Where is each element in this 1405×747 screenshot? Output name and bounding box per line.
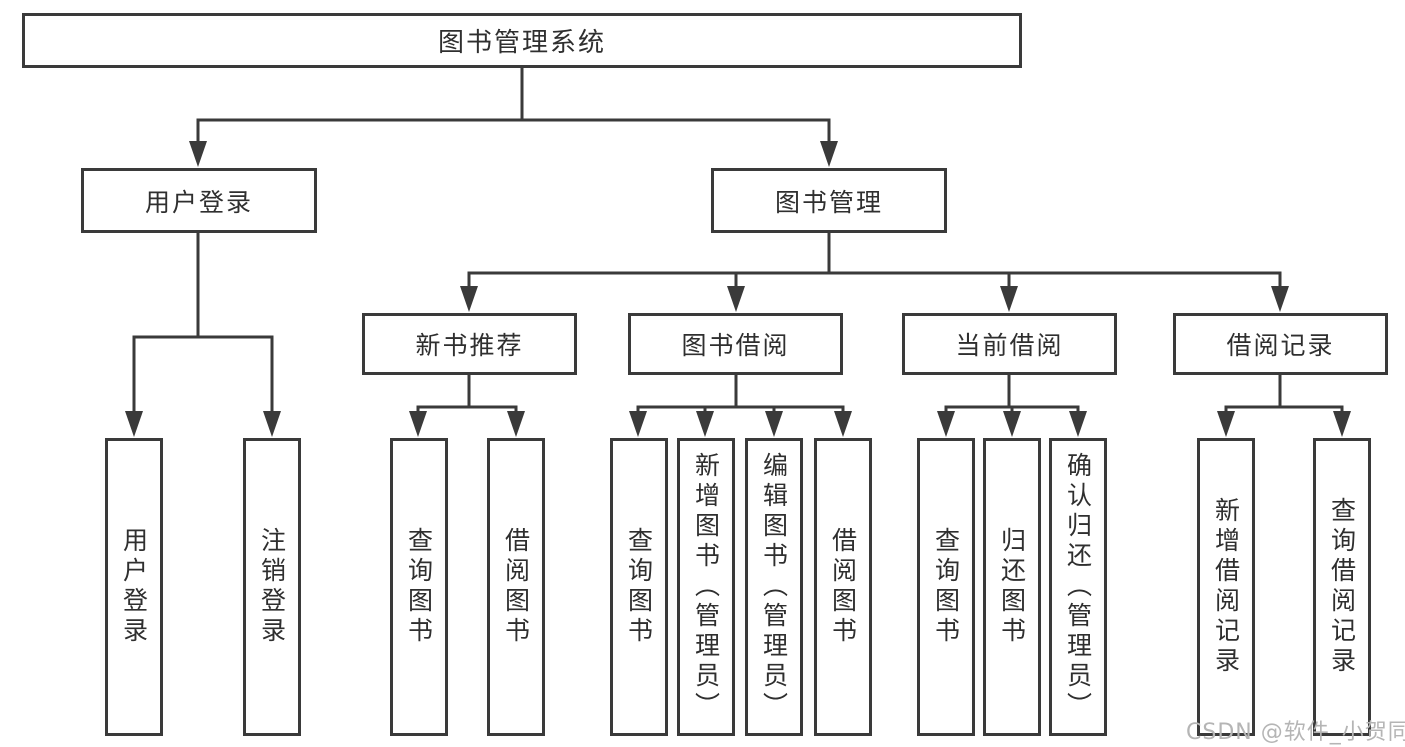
leaf-confirm-return-admin-label: 确认归还（管理员） xyxy=(1063,452,1093,722)
leaf-add-book-admin-label: 新增图书（管理员） xyxy=(691,452,721,722)
leaf-query-book-current: 查询图书 xyxy=(917,438,975,736)
leaf-query-book-recommend: 查询图书 xyxy=(390,438,448,736)
leaf-add-book-admin: 新增图书（管理员） xyxy=(677,438,735,736)
leaf-query-book-borrow: 查询图书 xyxy=(610,438,668,736)
leaf-borrow-book-recommend-label: 借阅图书 xyxy=(501,527,531,647)
arrowheads xyxy=(125,141,1351,437)
leaf-return-book: 归还图书 xyxy=(983,438,1041,736)
leaf-user-login-label: 用户登录 xyxy=(119,527,149,647)
leaf-add-borrow-record-label: 新增借阅记录 xyxy=(1211,497,1241,677)
leaf-query-book-borrow-label: 查询图书 xyxy=(624,527,654,647)
node-book-borrow-label: 图书借阅 xyxy=(681,331,790,360)
leaf-logout: 注销登录 xyxy=(243,438,301,736)
leaf-add-borrow-record: 新增借阅记录 xyxy=(1197,438,1255,736)
leaf-borrow-book: 借阅图书 xyxy=(814,438,872,736)
node-book-management-label: 图书管理 xyxy=(774,187,883,217)
leaf-borrow-book-recommend: 借阅图书 xyxy=(487,438,545,736)
leaf-query-borrow-record: 查询借阅记录 xyxy=(1313,438,1371,736)
leaf-edit-book-admin-label: 编辑图书（管理员） xyxy=(759,452,789,722)
leaf-query-book-current-label: 查询图书 xyxy=(931,527,961,647)
node-user-login: 用户登录 xyxy=(81,168,317,233)
node-root-label: 图书管理系统 xyxy=(437,28,606,58)
leaf-logout-label: 注销登录 xyxy=(257,527,287,647)
node-current-borrow: 当前借阅 xyxy=(902,313,1117,375)
leaf-edit-book-admin: 编辑图书（管理员） xyxy=(745,438,803,736)
leaf-confirm-return-admin: 确认归还（管理员） xyxy=(1049,438,1107,736)
node-book-management: 图书管理 xyxy=(711,168,947,233)
node-new-book-recommend-label: 新书推荐 xyxy=(415,331,524,360)
node-borrow-records: 借阅记录 xyxy=(1173,313,1388,375)
node-current-borrow-label: 当前借阅 xyxy=(955,331,1064,360)
node-book-borrow: 图书借阅 xyxy=(628,313,843,375)
leaf-borrow-book-label: 借阅图书 xyxy=(828,527,858,647)
node-root-system: 图书管理系统 xyxy=(22,13,1022,68)
leaf-user-login: 用户登录 xyxy=(105,438,163,736)
node-new-book-recommend: 新书推荐 xyxy=(362,313,577,375)
leaf-query-book-recommend-label: 查询图书 xyxy=(404,527,434,647)
node-borrow-records-label: 借阅记录 xyxy=(1226,331,1335,360)
node-user-login-label: 用户登录 xyxy=(144,187,253,217)
leaf-query-borrow-record-label: 查询借阅记录 xyxy=(1327,497,1357,677)
csdn-watermark: CSDN @软件_小贺同学 xyxy=(1186,720,1405,745)
leaf-return-book-label: 归还图书 xyxy=(997,527,1027,647)
